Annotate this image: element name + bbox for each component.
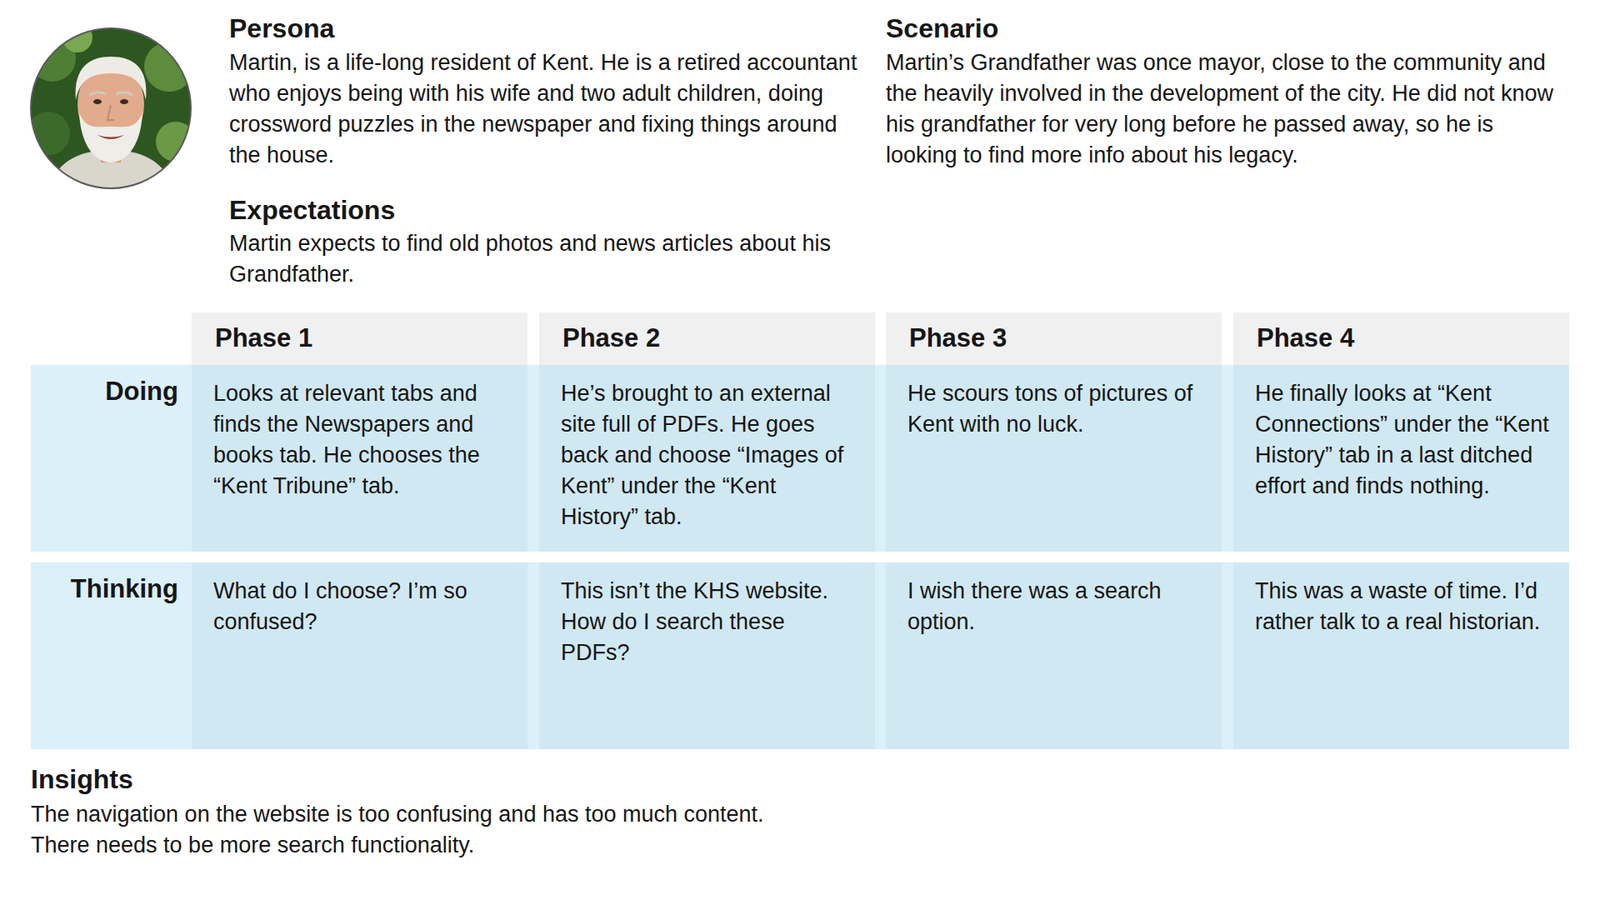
scenario-text: Martin’s Grandfather was once mayor, clo… (885, 47, 1570, 171)
journey-cell: I wish there was a search option. (885, 562, 1222, 750)
journey-cell: He finally looks at “Kent Connections” u… (1233, 365, 1570, 552)
row-label: Doing (105, 375, 179, 409)
phase-title: Phase 2 (562, 321, 859, 355)
phase-header: Phase 1 (191, 312, 528, 365)
phase-title: Phase 1 (215, 321, 511, 355)
label-holder: There needs to be more search functional… (30, 830, 1281, 861)
section-heading: Scenario (885, 11, 1570, 45)
phase-header: Phase 4 (1233, 312, 1570, 365)
journey-cell: This was a waste of time. I’d rather tal… (1233, 562, 1570, 750)
row-label: Thinking (70, 572, 179, 606)
cell-text: What do I choose? I’m so confused? (213, 575, 510, 638)
label-holder: Persona (229, 11, 863, 45)
section-heading: Persona (229, 11, 863, 45)
journey-cell: He scours tons of pictures of Kent with … (885, 365, 1222, 552)
phase-header: Phase 3 (885, 312, 1222, 365)
row-band: Doing Looks at relevant tabs and finds th… (30, 365, 1570, 552)
cell-text: This was a waste of time. I’d rather tal… (1255, 575, 1551, 638)
cell-text: I wish there was a search option. (907, 575, 1204, 638)
row-band: Thinking What do I choose? I’m so confuse… (30, 562, 1570, 750)
journey-cell: He’s brought to an external site full of… (539, 365, 875, 552)
journey-cell: This isn’t the KHS website. How do I sea… (539, 562, 875, 750)
journey-cell: What do I choose? I’m so confused? (191, 562, 528, 750)
phase-title: Phase 3 (909, 321, 1205, 355)
cell-text: This isn’t the KHS website. How do I sea… (560, 575, 857, 669)
label-holder: Scenario (885, 11, 1570, 45)
section-heading: Expectations (229, 193, 863, 227)
journey-cell: Looks at relevant tabs and finds the New… (191, 365, 528, 552)
section-heading: Insights (30, 762, 1281, 796)
label-holder: Insights (30, 762, 1281, 796)
insight-text: The navigation on the website is too con… (30, 799, 1281, 830)
persona-photo (27, 25, 195, 192)
cell-text: He’s brought to an external site full of… (560, 378, 857, 533)
cell-text: He finally looks at “Kent Connections” u… (1255, 378, 1551, 502)
cell-text: He scours tons of pictures of Kent with … (907, 378, 1204, 440)
label-holder: Martin expects to find old photos and ne… (229, 228, 863, 290)
label-holder: Martin’s Grandfather was once mayor, clo… (885, 47, 1570, 171)
cell-text: Looks at relevant tabs and finds the New… (213, 378, 510, 502)
phase-header: Phase 2 (539, 312, 875, 365)
phase-title: Phase 4 (1256, 321, 1553, 355)
label-holder: Expectations (229, 193, 863, 227)
expectations-text: Martin expects to find old photos and ne… (229, 228, 863, 290)
label-holder: Martin, is a life-long resident of Kent.… (229, 47, 863, 171)
label-holder: The navigation on the website is too con… (30, 799, 1281, 830)
persona-text: Martin, is a life-long resident of Kent.… (229, 47, 863, 171)
insight-text: There needs to be more search functional… (30, 830, 1281, 861)
